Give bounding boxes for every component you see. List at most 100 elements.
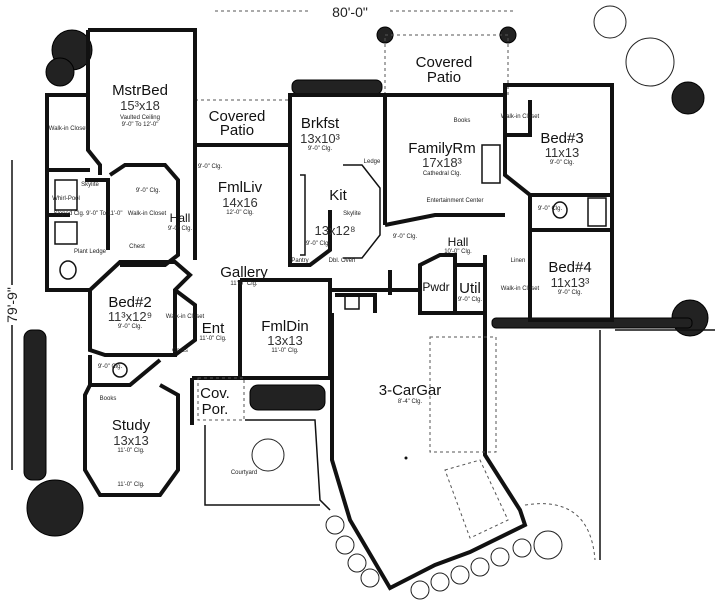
tree-icon xyxy=(671,81,705,115)
shower-icon xyxy=(54,221,78,245)
plan-notes: Walk-in Closet Whirl-Pool Skylite Sloped… xyxy=(49,114,563,476)
svg-text:Por.: Por. xyxy=(202,401,229,418)
svg-text:Plant Ledge: Plant Ledge xyxy=(74,249,107,255)
depth-label: 79'-9" xyxy=(4,287,20,323)
hedge-icon xyxy=(23,329,47,481)
svg-text:Coats: Coats xyxy=(172,348,188,354)
hedge-icon xyxy=(249,384,326,411)
svg-text:9'-0" Clg.: 9'-0" Clg. xyxy=(458,297,483,303)
room-bed3: Bed#3 11x13 9'-0" Clg. xyxy=(540,130,583,166)
toilet-icon xyxy=(552,201,568,219)
walls xyxy=(45,28,614,591)
svg-text:9'-0" Clg.: 9'-0" Clg. xyxy=(558,290,583,296)
svg-text:Vaulted Ceiling: Vaulted Ceiling xyxy=(120,115,160,121)
svg-text:Walk-in Closet: Walk-in Closet xyxy=(49,126,88,132)
room-fml-liv: FmlLiv 14x16 12'-0" Clg. xyxy=(218,179,263,216)
svg-text:9'-0" Clg.: 9'-0" Clg. xyxy=(136,188,161,194)
room-garage: 3-CarGar 8'-4" Clg. xyxy=(379,382,442,405)
room-covered-patio-left: Covered Patio xyxy=(209,108,266,139)
svg-text:15³x18: 15³x18 xyxy=(120,98,160,113)
svg-text:11'-0" Clg.: 11'-0" Clg. xyxy=(271,348,299,354)
svg-text:Patio: Patio xyxy=(427,69,461,86)
svg-text:Hall: Hall xyxy=(170,211,191,225)
svg-text:Cov.: Cov. xyxy=(200,385,230,402)
room-pwdr: Pwdr xyxy=(422,280,449,294)
svg-text:11'-0" Clg.: 11'-0" Clg. xyxy=(117,482,145,488)
svg-text:Pwdr: Pwdr xyxy=(422,280,449,294)
whirlpool-tub-icon xyxy=(54,179,78,211)
svg-text:9'-0" Clg.: 9'-0" Clg. xyxy=(198,164,223,170)
svg-text:14x16: 14x16 xyxy=(222,195,257,210)
svg-text:Whirl-Pool: Whirl-Pool xyxy=(52,196,80,202)
svg-text:Books: Books xyxy=(454,118,471,124)
svg-text:13x13: 13x13 xyxy=(267,333,302,348)
svg-text:9'-0" Clg.: 9'-0" Clg. xyxy=(308,146,333,152)
svg-text:11³x12⁹: 11³x12⁹ xyxy=(108,309,152,324)
svg-text:9'-0" Clg.: 9'-0" Clg. xyxy=(538,206,563,212)
svg-text:Linen: Linen xyxy=(511,258,526,264)
svg-text:12'-0" Clg.: 12'-0" Clg. xyxy=(226,210,254,216)
svg-text:11x13: 11x13 xyxy=(545,145,579,160)
svg-text:9'-0" Clg.: 9'-0" Clg. xyxy=(118,324,143,330)
room-cov-por: Cov. Por. xyxy=(200,385,230,418)
svg-text:Walk-in Closet: Walk-in Closet xyxy=(501,114,540,120)
room-covered-patio-top: Covered Patio xyxy=(416,54,473,86)
svg-text:9'-0" Clg.: 9'-0" Clg. xyxy=(550,160,575,166)
svg-text:Covered: Covered xyxy=(209,108,266,125)
svg-text:9'-0" Clg.: 9'-0" Clg. xyxy=(98,364,123,370)
svg-text:Skylite: Skylite xyxy=(343,211,361,217)
svg-text:Entertainment Center: Entertainment Center xyxy=(426,198,483,204)
svg-text:17x18³: 17x18³ xyxy=(422,155,462,170)
svg-text:3-CarGar: 3-CarGar xyxy=(379,382,442,399)
svg-text:13x13: 13x13 xyxy=(113,433,148,448)
svg-text:Ledge: Ledge xyxy=(364,159,381,165)
svg-text:8'-4" Clg.: 8'-4" Clg. xyxy=(398,399,423,405)
svg-text:Ent: Ent xyxy=(202,320,225,337)
svg-text:FamilyRm: FamilyRm xyxy=(408,140,476,157)
tree-icon xyxy=(625,37,675,87)
svg-text:10'-0" Clg.: 10'-0" Clg. xyxy=(444,249,472,255)
svg-text:Bed#4: Bed#4 xyxy=(548,259,591,276)
svg-text:Gallery: Gallery xyxy=(220,264,268,281)
svg-text:11'-0" Clg.: 11'-0" Clg. xyxy=(230,281,258,287)
room-bed2: Bed#2 11³x12⁹ 9'-0" Clg. xyxy=(108,294,152,330)
svg-text:Covered: Covered xyxy=(416,54,473,71)
svg-text:Patio: Patio xyxy=(220,122,254,139)
svg-text:11'-0" Clg.: 11'-0" Clg. xyxy=(199,336,227,342)
svg-text:Chest: Chest xyxy=(129,244,145,250)
svg-text:MstrBed: MstrBed xyxy=(112,82,168,99)
room-mstr-bed: MstrBed 15³x18 Vaulted Ceiling 9'-0" To … xyxy=(112,82,168,128)
landscaping xyxy=(23,5,715,600)
svg-text:9'-0" To 12'-0": 9'-0" To 12'-0" xyxy=(122,122,159,128)
room-family-rm: FamilyRm 17x18³ Cathedral Clg. xyxy=(408,140,476,177)
svg-text:9'-0" Clg.: 9'-0" Clg. xyxy=(306,241,331,247)
bathtub-icon xyxy=(587,197,607,227)
svg-text:FmlLiv: FmlLiv xyxy=(218,179,263,196)
tree-icon xyxy=(593,5,627,39)
room-hall-left: Hall 9'-0" Clg. xyxy=(168,211,193,232)
svg-text:Brkfst: Brkfst xyxy=(301,115,340,132)
svg-text:Courtyard: Courtyard xyxy=(231,470,257,476)
room-brkfst: Brkfst 13x10³ 9'-0" Clg. xyxy=(300,115,340,152)
svg-text:Walk-in Closet: Walk-in Closet xyxy=(128,211,167,217)
room-util: Util 9'-0" Clg. xyxy=(458,280,483,303)
svg-text:Hall: Hall xyxy=(448,235,469,249)
tree-icon xyxy=(251,438,285,472)
svg-text:Skylite: Skylite xyxy=(81,182,99,188)
covered-patio-top-outline xyxy=(384,34,509,96)
toilet-icon xyxy=(112,362,128,378)
svg-text:Kit: Kit xyxy=(329,187,347,204)
svg-text:Util: Util xyxy=(459,280,481,297)
svg-text:13x10³: 13x10³ xyxy=(300,131,340,146)
tree-icon xyxy=(26,479,84,537)
room-fml-din: FmlDin 13x13 11'-0" Clg. xyxy=(261,318,309,354)
toilet-icon xyxy=(59,260,77,280)
svg-text:Cathedral Clg.: Cathedral Clg. xyxy=(423,171,462,177)
width-label: 80'-0" xyxy=(332,4,368,20)
room-ent: Ent 11'-0" Clg. xyxy=(199,320,227,342)
svg-text:11'-0" Clg.: 11'-0" Clg. xyxy=(117,448,145,454)
tub-icon xyxy=(344,294,360,310)
room-hall-right: Hall 10'-0" Clg. xyxy=(444,235,472,255)
svg-text:Books: Books xyxy=(100,396,117,402)
